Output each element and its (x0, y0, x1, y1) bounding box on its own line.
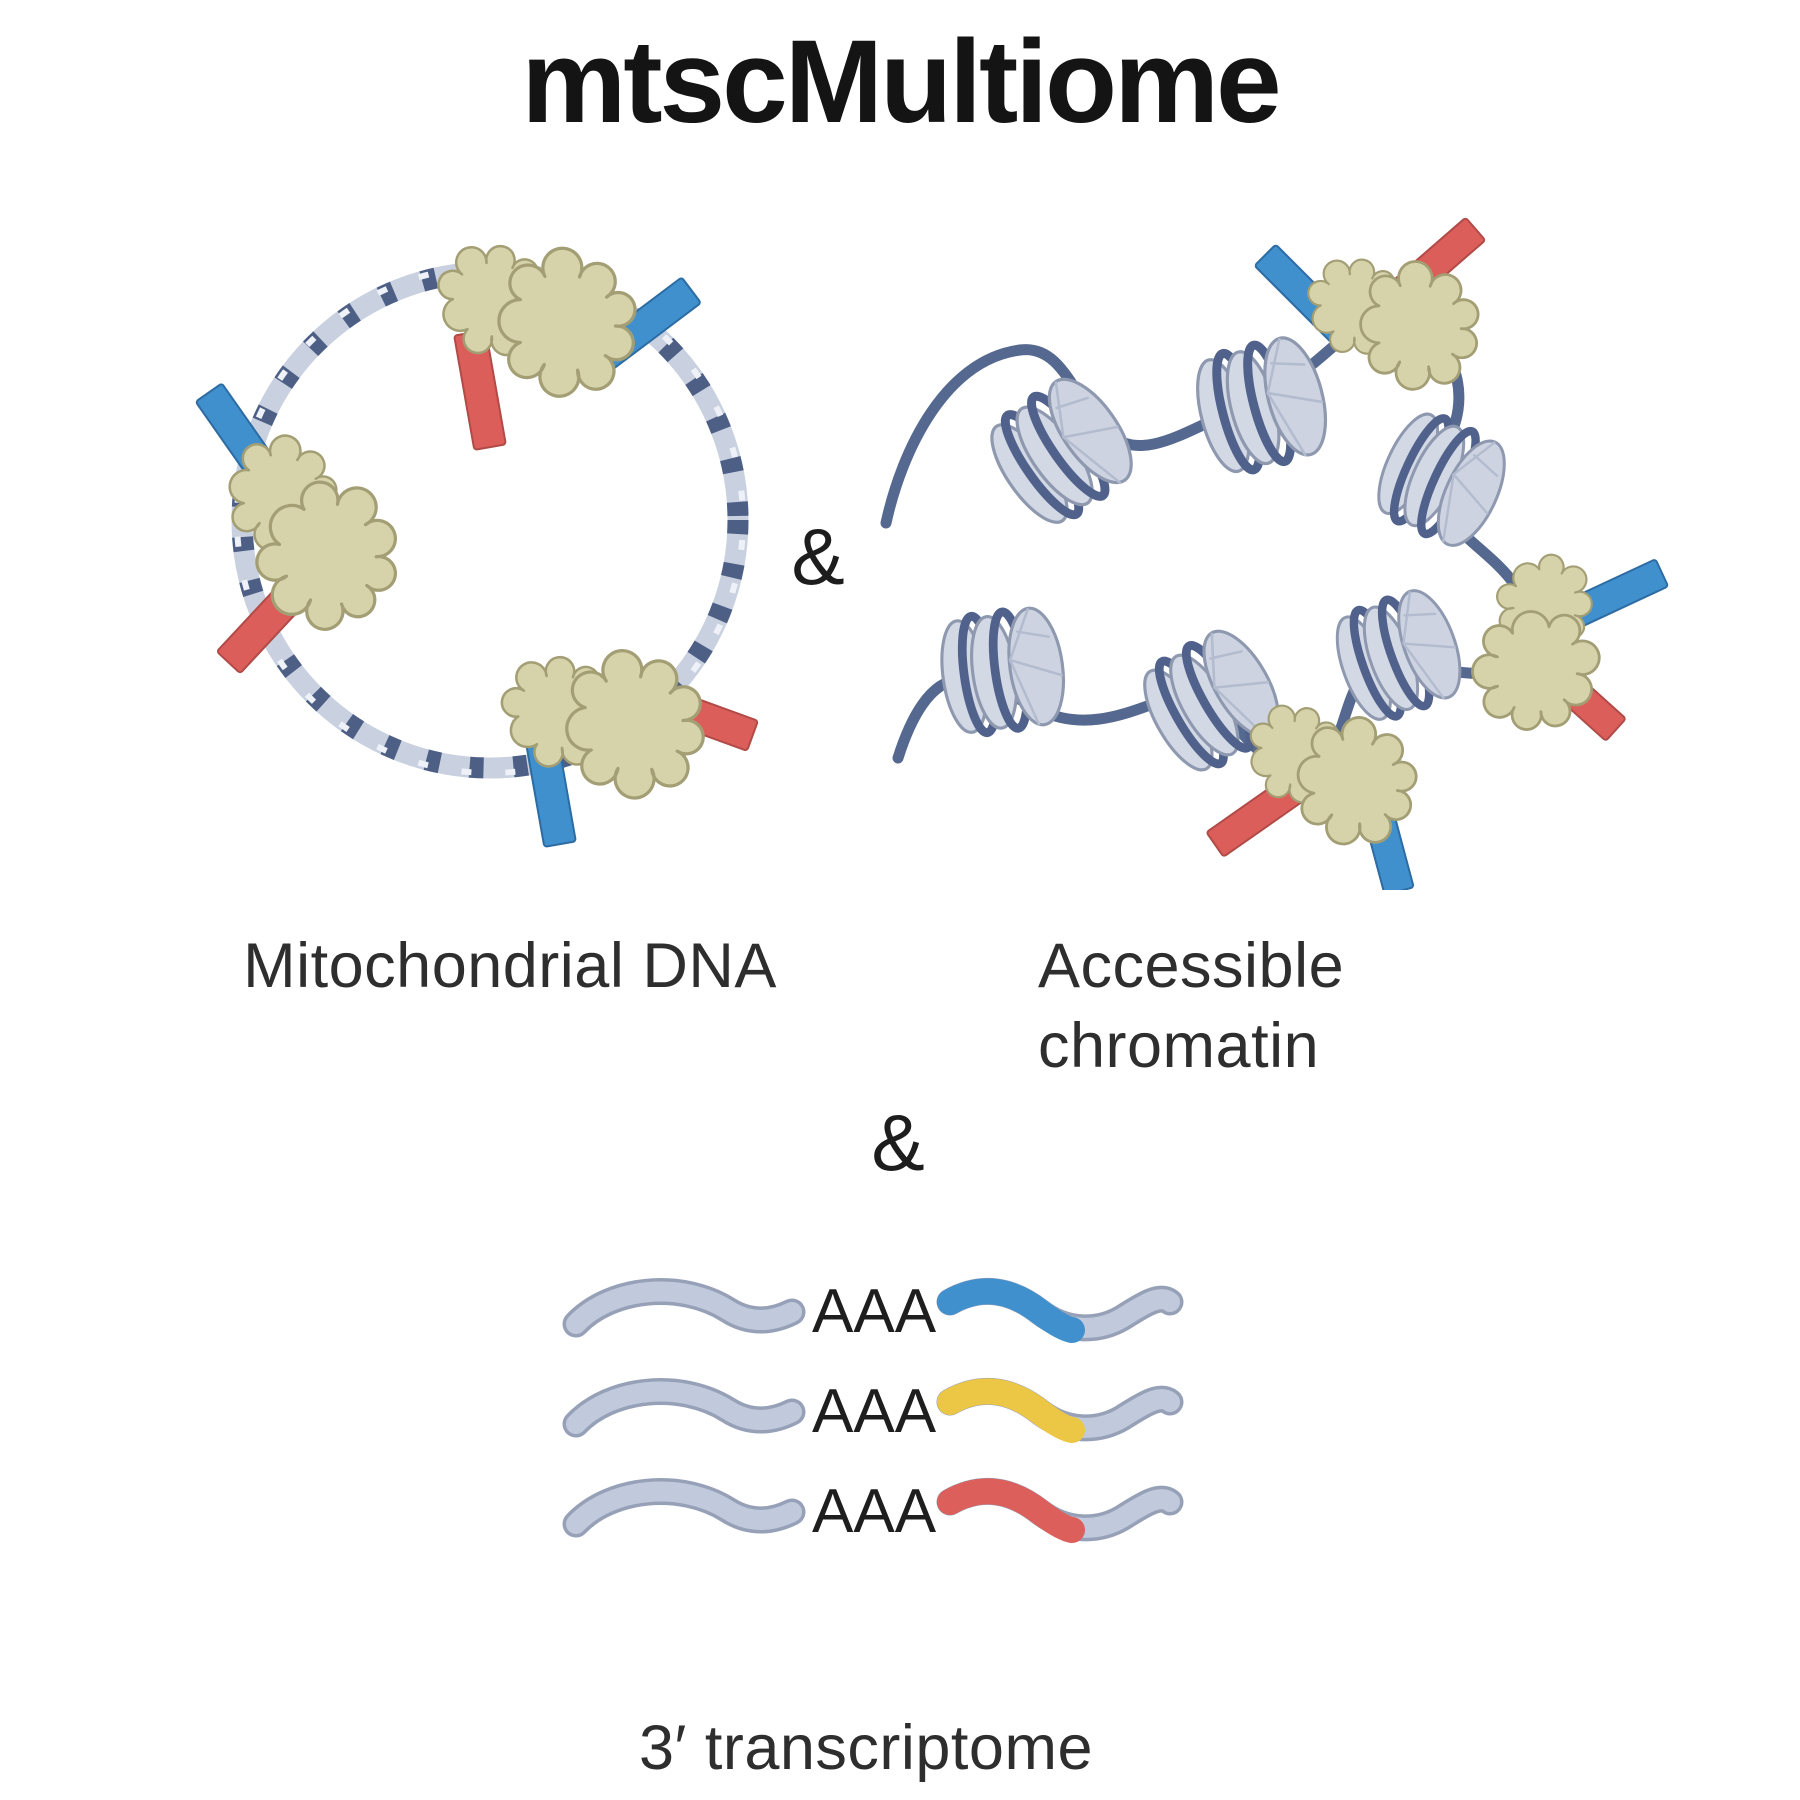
poly-a-label: AAA (812, 1377, 937, 1446)
nucleosome (1187, 331, 1337, 479)
accessible-chromatin-label: Accessible chromatin (1038, 926, 1538, 1086)
mrna-barcode-segment-yellow (937, 1378, 1085, 1443)
accessible-chromatin-label-line2: chromatin (1038, 1011, 1320, 1081)
protein-complex-left (167, 383, 450, 676)
mrna-row: AAA (562, 1377, 1184, 1446)
mrna-row: AAA (562, 1477, 1184, 1546)
nucleosome (977, 366, 1147, 535)
transcriptome-label: 3′ transcriptome (639, 1713, 1093, 1783)
mrna-strand-left-core (566, 1481, 802, 1534)
transcriptome-illustration: AAA AAA AAA (562, 1277, 1184, 1546)
protein-blob (167, 404, 450, 677)
poly-a-label: AAA (812, 1477, 937, 1546)
ampersand-middle: & (871, 1098, 925, 1187)
protein-complex-bottom (487, 624, 759, 848)
mrna-row: AAA (562, 1277, 1184, 1346)
nucleosome (935, 605, 1070, 738)
mrna-strand-left-core (566, 1381, 802, 1434)
poly-a-label: AAA (812, 1277, 937, 1346)
mrna-strand-left-core (566, 1281, 802, 1334)
nucleosome (1366, 404, 1518, 555)
accessible-chromatin-illustration (880, 217, 1669, 890)
protein-complex-chromatin-bottom (1206, 689, 1439, 890)
figure-title: mtscMultiome (521, 16, 1281, 148)
mrna-barcode-segment-red (937, 1478, 1085, 1543)
protein-complex-top (431, 233, 701, 451)
protein-blob (1302, 249, 1493, 403)
ampersand-top: & (791, 512, 845, 601)
protein-complex-chromatin-top (1254, 217, 1493, 403)
protein-complex-chromatin-right (1441, 541, 1669, 756)
mitochondrial-dna-label: Mitochondrial DNA (243, 931, 777, 1001)
accessible-chromatin-label-line1: Accessible (1038, 931, 1345, 1001)
mitochondrial-dna-illustration (150, 210, 759, 848)
mrna-barcode-segment-blue (937, 1278, 1085, 1343)
